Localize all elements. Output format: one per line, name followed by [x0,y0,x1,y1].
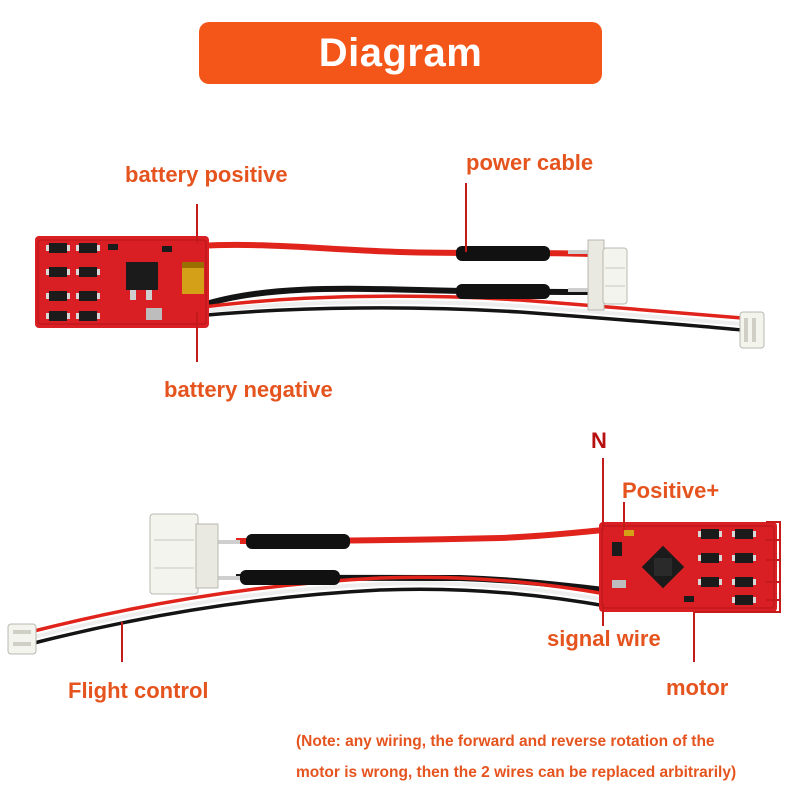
signal-wire-red [195,294,743,320]
signal-wire-black [195,306,743,332]
label-signal-wire: signal wire [547,626,661,651]
label-flight-control: Flight control [68,678,209,703]
label-battery-positive: battery positive [125,162,288,187]
signal-connector-b [7,623,37,655]
heat-shrink-bottom [456,284,550,299]
page-title: Diagram [318,30,483,75]
heat-shrink-bottom-b [240,570,340,585]
note-line-1: (Note: any wiring, the forward and rever… [296,733,715,750]
signal-wire-red-b [29,575,607,634]
note-line-2: motor is wrong, then the 2 wires can be … [296,764,737,781]
label-motor: motor [666,675,729,700]
label-power-cable: power cable [466,150,594,175]
power-connector-b [149,513,219,595]
signal-wire-white [195,300,743,326]
motor-bracket [693,521,781,662]
label-battery-negative: battery negative [164,377,333,402]
heat-shrink-top [456,246,550,261]
esc-board-bottom [599,522,777,612]
esc-board-top [35,236,209,328]
title-banner: Diagram [199,22,602,84]
signal-wire-black-b [29,587,607,646]
signal-wire-white-b [29,581,607,640]
heat-shrink-top-b [246,534,350,549]
top-esc-assembly [35,236,765,349]
label-positive: Positive+ [622,478,720,503]
label-n: N [591,428,607,453]
signal-connector [739,311,765,349]
bottom-esc-assembly [7,513,777,655]
power-connector [587,239,628,311]
